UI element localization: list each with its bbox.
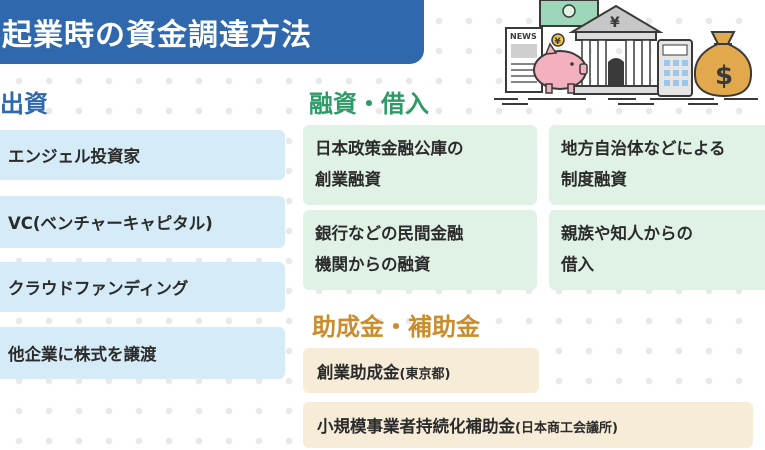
investment-item-vc: VC(ベンチャーキャピタル) bbox=[0, 196, 285, 248]
investment-item-label: VC(ベンチャーキャピタル) bbox=[8, 214, 213, 233]
loan-item-line1: 日本政策金融公庫の bbox=[315, 139, 464, 158]
loan-item-line2: 借入 bbox=[561, 255, 594, 274]
grant-item-note: (東京都) bbox=[399, 366, 451, 382]
svg-text:¥: ¥ bbox=[555, 37, 562, 47]
svg-text:NEWS: NEWS bbox=[510, 32, 537, 41]
page-title: 起業時の資金調達方法 bbox=[2, 18, 312, 53]
grant-item-label: 創業助成金 bbox=[317, 362, 400, 382]
loan-item-line1: 親族や知人からの bbox=[561, 224, 693, 243]
investment-item-label: エンジェル投資家 bbox=[8, 147, 140, 166]
svg-text:$: $ bbox=[715, 61, 733, 91]
investment-item-share-transfer: 他企業に株式を譲渡 bbox=[0, 327, 285, 379]
loan-item-local-gov: 地方自治体などによる 制度融資 bbox=[549, 125, 765, 205]
loan-item-line1: 地方自治体などによる bbox=[561, 139, 726, 158]
loan-item-line2: 機関からの融資 bbox=[315, 255, 431, 274]
grants-heading: 助成金・補助金 bbox=[312, 313, 480, 341]
money-bag-icon: $ bbox=[694, 31, 752, 98]
banknote-icon bbox=[539, 0, 599, 27]
investment-item-crowdfunding: クラウドファンディング bbox=[0, 262, 285, 312]
calculator-icon bbox=[657, 39, 693, 97]
loan-item-line2: 制度融資 bbox=[561, 170, 627, 189]
loan-item-family: 親族や知人からの 借入 bbox=[549, 210, 765, 290]
grant-item-startup: 創業助成金(東京都) bbox=[303, 348, 539, 393]
grant-item-small-business: 小規模事業者持続化補助金(日本商工会議所) bbox=[303, 402, 753, 448]
loans-heading: 融資・借入 bbox=[309, 90, 429, 118]
investment-heading: 出資 bbox=[0, 90, 48, 118]
finance-illustration: NEWS ¥ ¥ bbox=[494, 0, 758, 105]
investment-item-label: クラウドファンディング bbox=[8, 279, 189, 298]
grant-item-note: (日本商工会議所) bbox=[515, 421, 618, 436]
loan-item-jfc: 日本政策金融公庫の 創業融資 bbox=[303, 125, 537, 205]
loan-item-private-bank: 銀行などの民間金融 機関からの融資 bbox=[303, 210, 537, 290]
piggy-bank-icon: ¥ bbox=[533, 33, 588, 94]
grant-item-label: 小規模事業者持続化補助金 bbox=[317, 417, 515, 436]
investment-item-label: 他企業に株式を譲渡 bbox=[8, 345, 157, 364]
loan-item-line1: 銀行などの民間金融 bbox=[315, 224, 464, 243]
bank-icon: ¥ bbox=[568, 4, 664, 95]
newspaper-icon: NEWS bbox=[505, 27, 543, 93]
svg-text:¥: ¥ bbox=[610, 15, 620, 31]
title-banner: 起業時の資金調達方法 bbox=[0, 0, 424, 64]
loan-item-line2: 創業融資 bbox=[315, 170, 381, 189]
investment-item-angel: エンジェル投資家 bbox=[0, 130, 285, 180]
